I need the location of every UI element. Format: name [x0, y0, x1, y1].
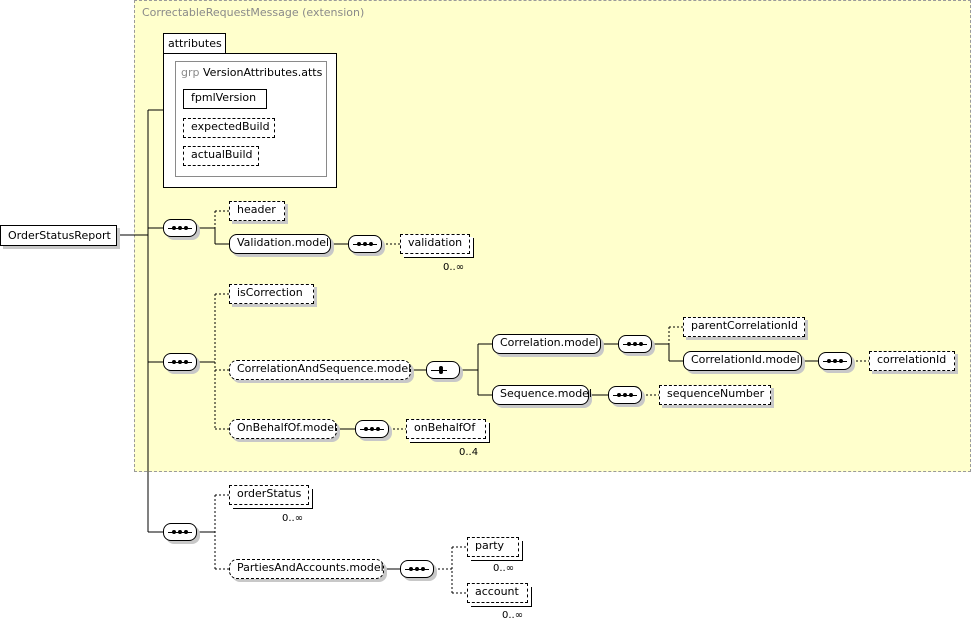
sequence-compositor-correlation[interactable] [618, 335, 652, 353]
group-prefix: grp [181, 66, 200, 79]
validation-cardinality: 0..∞ [443, 262, 465, 273]
element-onbehalfof[interactable]: onBehalfOf [406, 419, 486, 439]
sequence-compositor-correlation-id[interactable] [818, 352, 852, 370]
sequence-compositor-onbehalfof[interactable] [355, 420, 389, 438]
group-correlation-model[interactable]: Correlation.model [492, 334, 601, 354]
element-header[interactable]: header [229, 201, 285, 221]
element-iscorrection[interactable]: isCorrection [229, 284, 314, 304]
choice-compositor-parties[interactable] [400, 560, 434, 578]
group-sequence-model[interactable]: Sequence.model [492, 385, 592, 405]
choice-compositor-corr-seq[interactable] [426, 361, 460, 379]
account-cardinality: 0..∞ [502, 610, 524, 621]
attribute-fpmlversion[interactable]: fpmlVersion [183, 89, 267, 109]
attribute-group-title: grp VersionAttributes.atts [181, 66, 322, 79]
group-correlationid-model[interactable]: CorrelationId.model [683, 351, 802, 371]
group-correlationandsequence-model[interactable]: CorrelationAndSequence.model [229, 360, 411, 380]
onbehalfof-cardinality: 0..4 [459, 447, 479, 458]
root-element-orderstatusreport[interactable]: OrderStatusReport [0, 225, 117, 246]
sequence-compositor-1[interactable] [163, 219, 197, 237]
attribute-expectedbuild[interactable]: expectedBuild [183, 118, 275, 138]
group-validation-model[interactable]: Validation.model [229, 234, 331, 254]
element-account[interactable]: account [467, 583, 528, 603]
sequence-compositor-sequence[interactable] [608, 386, 642, 404]
group-onbehalfof-model[interactable]: OnBehalfOf.model [229, 419, 337, 439]
group-name: VersionAttributes.atts [203, 66, 323, 79]
element-sequencenumber[interactable]: sequenceNumber [659, 385, 771, 405]
group-partiesandaccounts-model[interactable]: PartiesAndAccounts.model [229, 559, 384, 579]
sequence-compositor-2[interactable] [163, 353, 197, 371]
sequence-compositor-3[interactable] [163, 523, 197, 541]
party-cardinality: 0..∞ [493, 563, 515, 574]
element-parentcorrelationid[interactable]: parentCorrelationId [683, 317, 805, 337]
element-party[interactable]: party [467, 537, 519, 557]
element-orderstatus[interactable]: orderStatus [229, 485, 309, 505]
sequence-compositor-validation[interactable] [348, 235, 382, 253]
orderstatus-cardinality: 0..∞ [282, 513, 304, 524]
extension-label: CorrectableRequestMessage (extension) [142, 6, 365, 19]
attribute-actualbuild[interactable]: actualBuild [183, 146, 259, 166]
element-correlationid[interactable]: correlationId [869, 351, 955, 371]
element-validation[interactable]: validation [400, 234, 470, 254]
attributes-tab[interactable]: attributes [163, 33, 226, 54]
